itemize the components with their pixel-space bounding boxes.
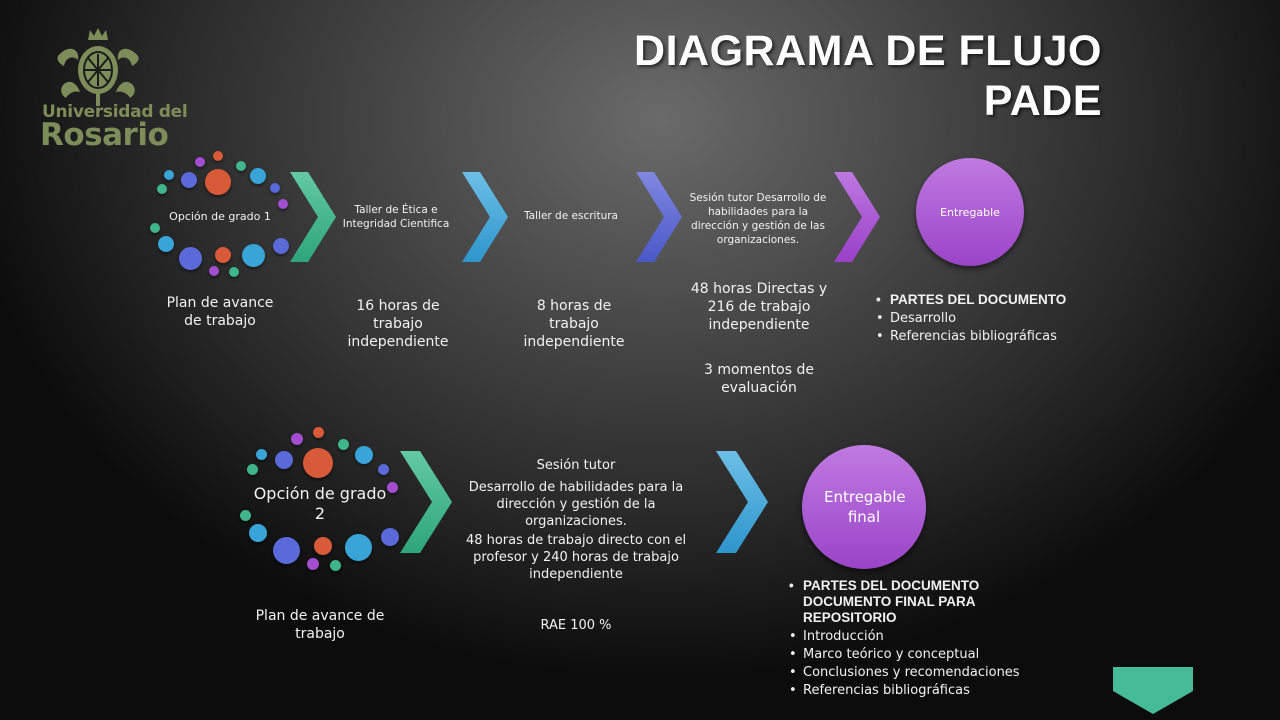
- step-caption-3: 48 horas Directas y 216 de trabajo indep…: [690, 281, 828, 333]
- dot: [150, 223, 160, 233]
- dot: [242, 244, 265, 267]
- end-node-entregable: Entregable: [916, 158, 1024, 266]
- chevron-down-icon[interactable]: [1113, 667, 1193, 714]
- end-node-label-1: Entregable: [940, 205, 1000, 219]
- next-slide-button[interactable]: [1113, 667, 1193, 714]
- document-parts-list-1: PARTES DEL DOCUMENTO Desarrollo Referenc…: [876, 292, 1096, 346]
- dot: [158, 236, 174, 252]
- dot: [229, 267, 239, 277]
- dot: [250, 168, 266, 184]
- step-caption-3b: 3 momentos de evaluación: [704, 362, 814, 396]
- dot: [249, 524, 267, 542]
- title-line-1: DIAGRAMA DE FLUJO: [634, 27, 1102, 75]
- dot: [330, 560, 341, 571]
- dot: [195, 157, 205, 167]
- dot: [256, 449, 267, 460]
- dot: [303, 448, 333, 478]
- dot: [215, 247, 231, 263]
- dot: [181, 172, 197, 188]
- step-caption-2: 8 horas de trabajo independiente: [523, 298, 625, 350]
- dot: [164, 170, 174, 180]
- chevron-arrow-icon: [636, 172, 682, 262]
- step2-line-3: 48 horas de trabajo directo con el profe…: [465, 533, 687, 582]
- end-node-entregable-final: Entregable final: [802, 445, 926, 569]
- chevron-arrow-icon: [716, 451, 768, 553]
- logo-text-rosario: Rosario: [40, 117, 169, 153]
- document-parts-list-2: PARTES DEL DOCUMENTO DOCUMENTO FINAL PAR…: [789, 578, 1029, 700]
- dot: [278, 199, 288, 209]
- dot: [240, 510, 251, 521]
- step-caption-1: 16 horas de trabajo independiente: [347, 298, 449, 350]
- dot: [378, 464, 389, 475]
- dot: [313, 427, 324, 438]
- end-node-label-2: Entregable final: [824, 488, 906, 526]
- dot: [209, 266, 219, 276]
- dot: [387, 482, 398, 493]
- dot: [307, 558, 319, 570]
- dot: [291, 433, 303, 445]
- dot: [236, 161, 246, 171]
- dot: [213, 151, 223, 161]
- step2-line-2: Desarrollo de habilidades para la direcc…: [468, 480, 684, 529]
- chevron-arrow-icon: [462, 172, 508, 262]
- chevron-arrow-icon: [400, 451, 452, 553]
- list-item: Marco teórico y conceptual: [789, 646, 1029, 664]
- dot: [179, 247, 202, 270]
- step-label-2: Taller de escritura: [524, 210, 618, 222]
- dot: [275, 451, 293, 469]
- step-label-3: Sesión tutor Desarrollo de habilidades p…: [689, 192, 827, 246]
- list-heading: PARTES DEL DOCUMENTO: [876, 292, 1096, 308]
- dot: [273, 537, 300, 564]
- dot: [345, 534, 372, 561]
- step-label-1: Taller de Ética e Integridad Cientifica: [342, 204, 450, 230]
- start-caption-2: Plan de avance de trabajo: [255, 608, 385, 642]
- list-heading: PARTES DEL DOCUMENTO DOCUMENTO FINAL PAR…: [789, 578, 1029, 626]
- dot: [157, 184, 167, 194]
- step2-line-4: RAE 100 %: [540, 618, 612, 633]
- list-item: Desarrollo: [876, 310, 1096, 328]
- logo-text-universidad: Universidad del: [42, 102, 188, 122]
- dot: [381, 528, 399, 546]
- dot: [338, 439, 349, 450]
- list-item: Referencias bibliográficas: [876, 328, 1096, 346]
- dot: [205, 169, 231, 195]
- list-item: Referencias bibliográficas: [789, 682, 1029, 700]
- start-node-label-1: Opción de grado 1: [169, 210, 271, 223]
- start-node-label-2: Opción de grado 2: [253, 484, 387, 523]
- dot: [273, 238, 289, 254]
- list-item: Introducción: [789, 628, 1029, 646]
- list-item: Conclusiones y recomendaciones: [789, 664, 1029, 682]
- chevron-arrow-icon: [290, 172, 336, 262]
- title-line-2: PADE: [983, 77, 1102, 125]
- dot: [270, 183, 280, 193]
- dot: [314, 537, 332, 555]
- page-title: DIAGRAMA DE FLUJO PADE: [634, 26, 1102, 126]
- university-crest-logo: [57, 28, 139, 106]
- dot: [355, 446, 373, 464]
- start-caption-1: Plan de avance de trabajo: [166, 295, 274, 329]
- chevron-arrow-icon: [834, 172, 880, 262]
- step2-line-1: Sesión tutor: [536, 458, 616, 473]
- dot: [247, 464, 258, 475]
